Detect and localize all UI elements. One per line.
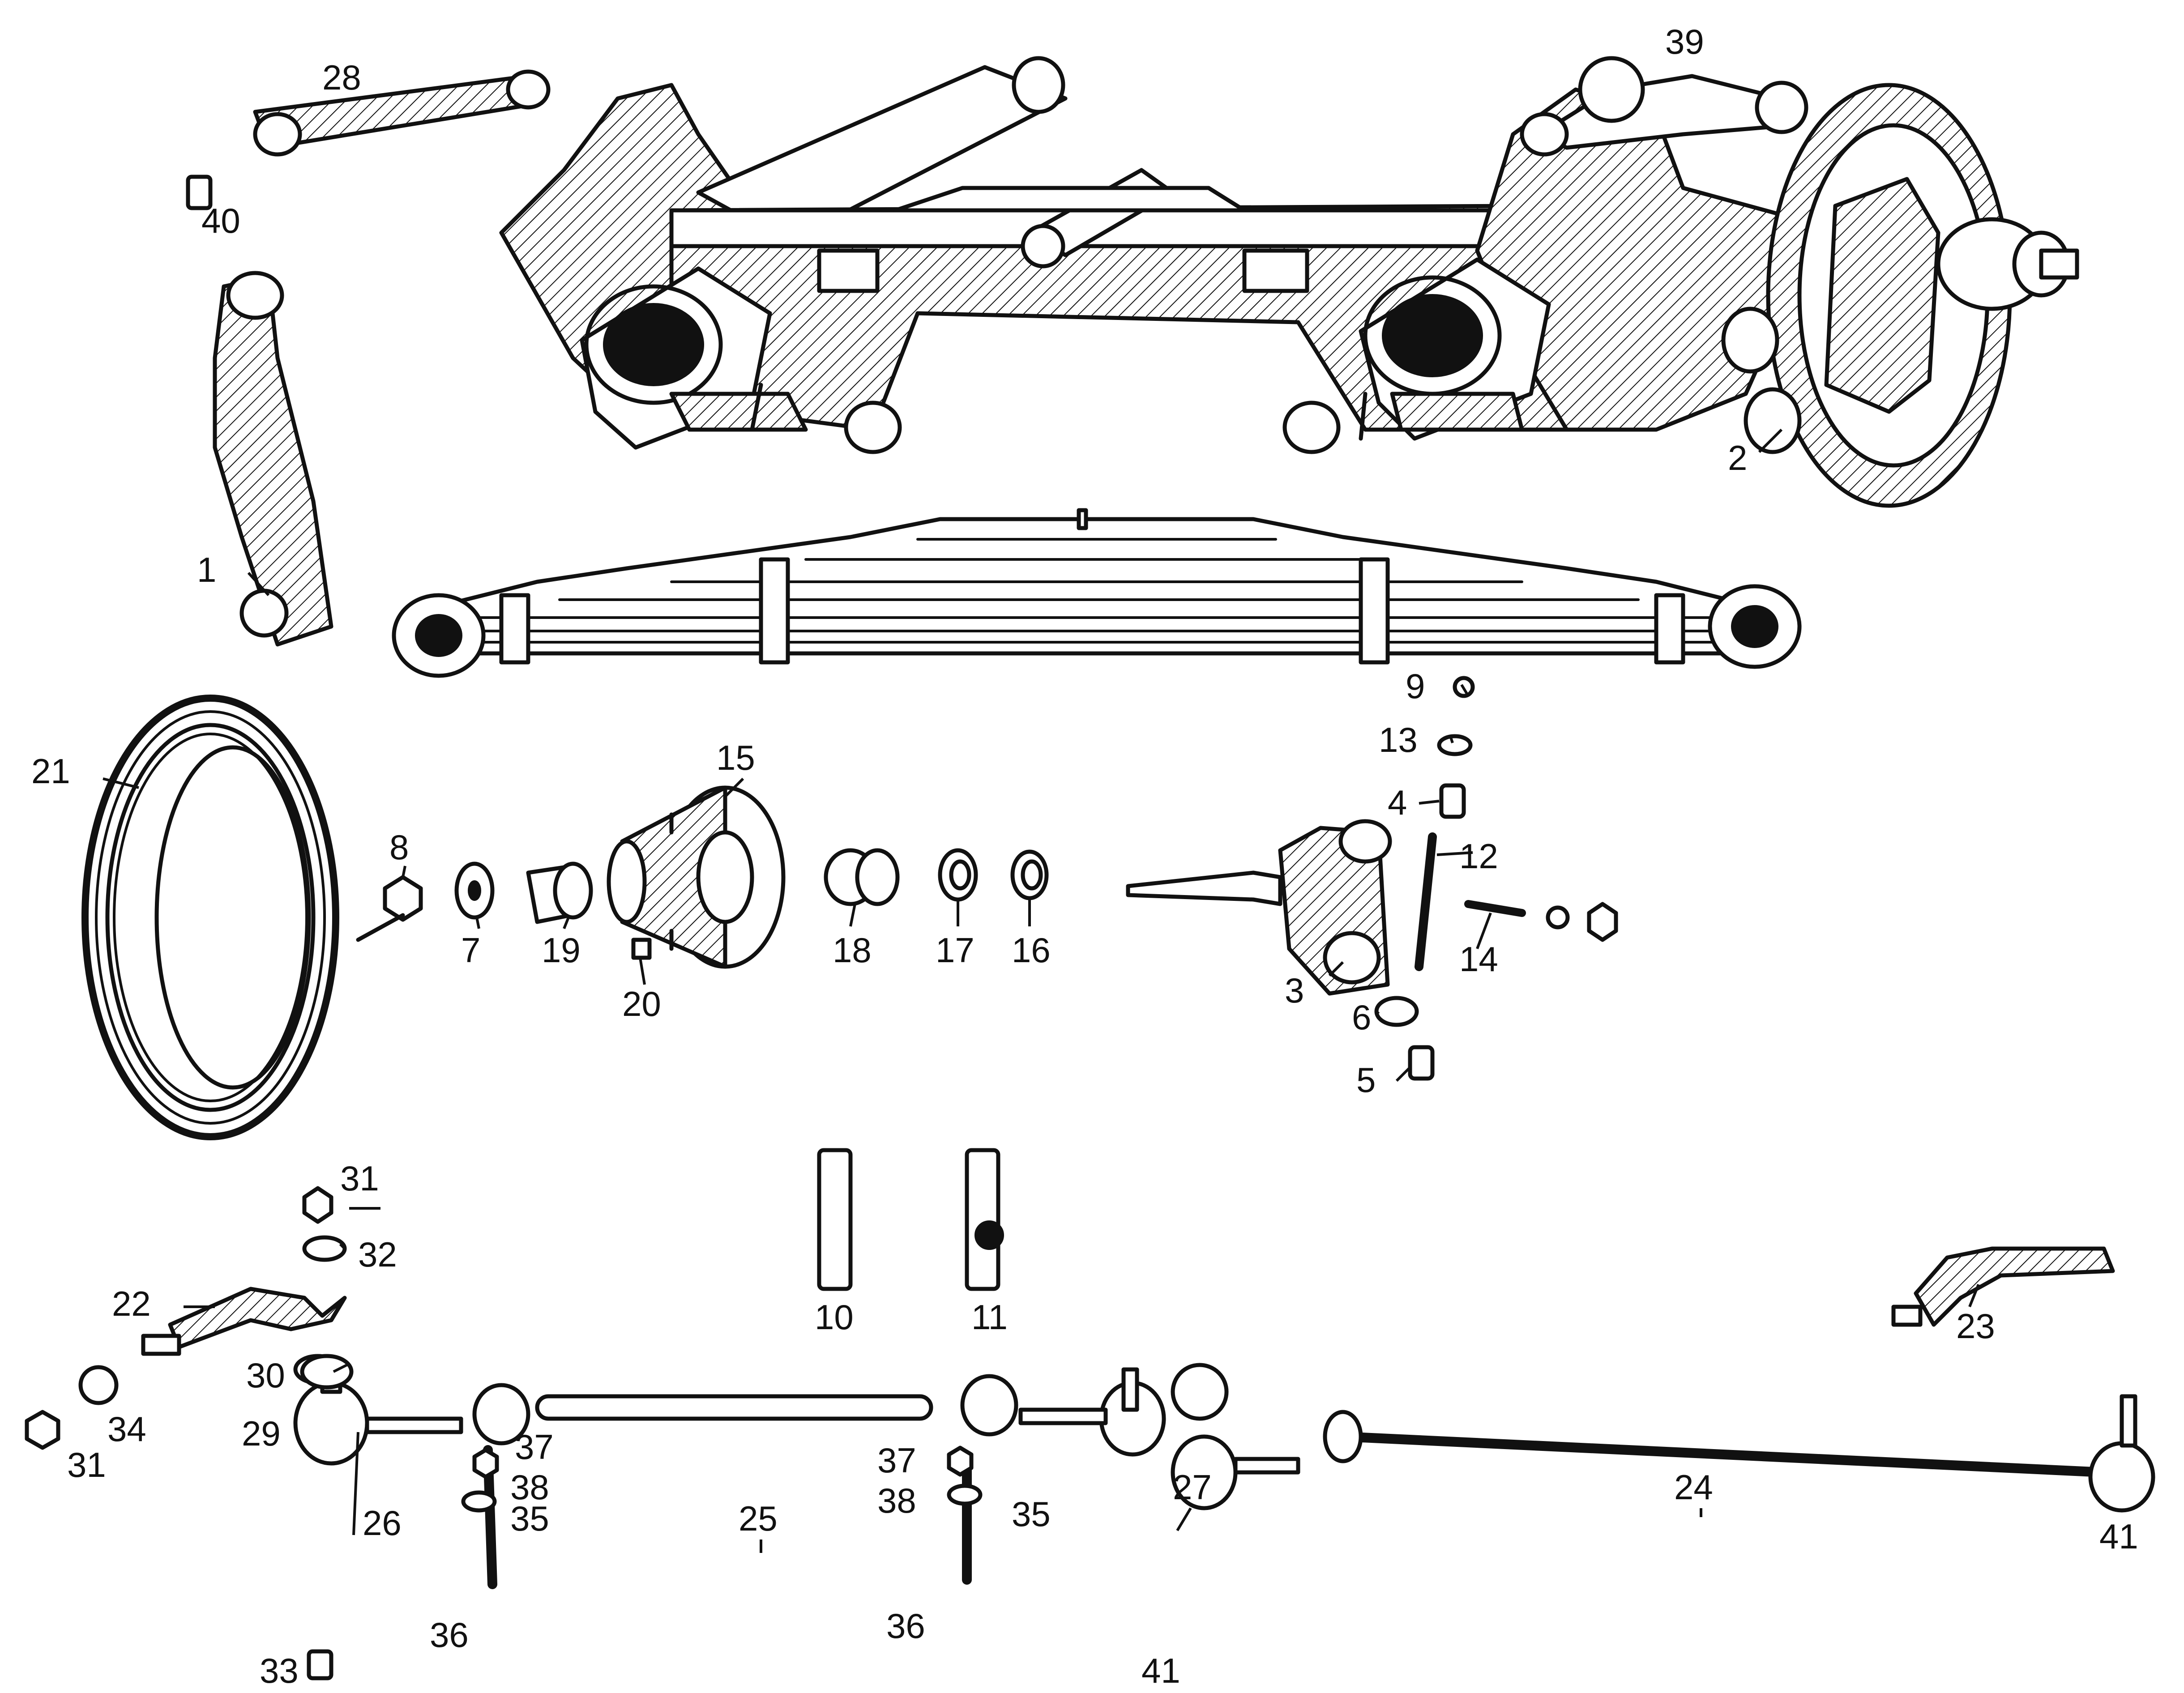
callout-27: 27	[1173, 1467, 1212, 1507]
callout-18: 18	[833, 930, 872, 970]
leaf-spring	[392, 508, 1802, 678]
callout-36b: 36	[886, 1606, 925, 1646]
hub-parts	[356, 785, 1049, 969]
callout-25: 25	[739, 1499, 778, 1538]
callout-37b: 37	[877, 1441, 916, 1480]
callout-3: 3	[1285, 971, 1304, 1010]
callout-22: 22	[112, 1284, 151, 1323]
callout-7: 7	[461, 930, 480, 970]
callout-31: 31	[340, 1159, 379, 1198]
callout-leaders	[103, 428, 1980, 1553]
callout-14: 14	[1459, 939, 1498, 979]
callout-23: 23	[1956, 1306, 1995, 1346]
callout-28: 28	[322, 58, 361, 97]
callout-24: 24	[1674, 1467, 1713, 1507]
steering-linkage	[25, 1186, 2155, 1680]
callout-5: 5	[1356, 1060, 1376, 1100]
callout-labels: 1 2 3 4 5 6 7 8 9 10 11 12 13 14 15 16 1…	[31, 22, 2138, 1690]
callout-41: 41	[1141, 1651, 1180, 1690]
callout-31b: 31	[67, 1445, 106, 1484]
callout-35: 35	[510, 1499, 549, 1538]
callout-12: 12	[1459, 836, 1498, 876]
callout-9: 9	[1406, 666, 1425, 706]
callout-19: 19	[542, 930, 581, 970]
callout-37: 37	[515, 1427, 554, 1467]
callout-26: 26	[363, 1503, 402, 1543]
brake-drum	[81, 695, 339, 1140]
callout-20: 20	[622, 984, 661, 1023]
callout-29: 29	[242, 1414, 281, 1453]
callout-17: 17	[936, 930, 974, 970]
callout-4: 4	[1388, 783, 1407, 822]
stub-axle	[1126, 676, 1618, 1081]
callout-10: 10	[815, 1297, 854, 1337]
callout-33: 33	[260, 1651, 299, 1690]
front-crossmember-assembly	[499, 56, 1808, 454]
callout-16: 16	[1012, 930, 1051, 970]
callout-13: 13	[1379, 720, 1418, 759]
callout-35b: 35	[1012, 1494, 1051, 1534]
callout-40: 40	[201, 201, 240, 240]
callout-30: 30	[246, 1356, 285, 1395]
callout-11: 11	[971, 1297, 1008, 1337]
callout-15: 15	[716, 738, 755, 777]
callout-32: 32	[358, 1235, 397, 1274]
callout-6: 6	[1352, 998, 1371, 1037]
steering-arms	[186, 69, 551, 647]
callout-21: 21	[31, 751, 70, 791]
brake-backplate-assembly	[1721, 83, 2079, 508]
callout-2: 2	[1728, 438, 1747, 478]
callout-1: 1	[197, 550, 216, 589]
callout-36: 36	[430, 1615, 469, 1655]
callout-38: 38	[510, 1467, 549, 1507]
callout-41b: 41	[2099, 1517, 2138, 1556]
callout-38b: 38	[877, 1481, 916, 1520]
callout-39: 39	[1665, 22, 1704, 61]
callout-34: 34	[107, 1409, 146, 1449]
bump-plates	[817, 1148, 1004, 1291]
callout-8: 8	[389, 827, 409, 867]
